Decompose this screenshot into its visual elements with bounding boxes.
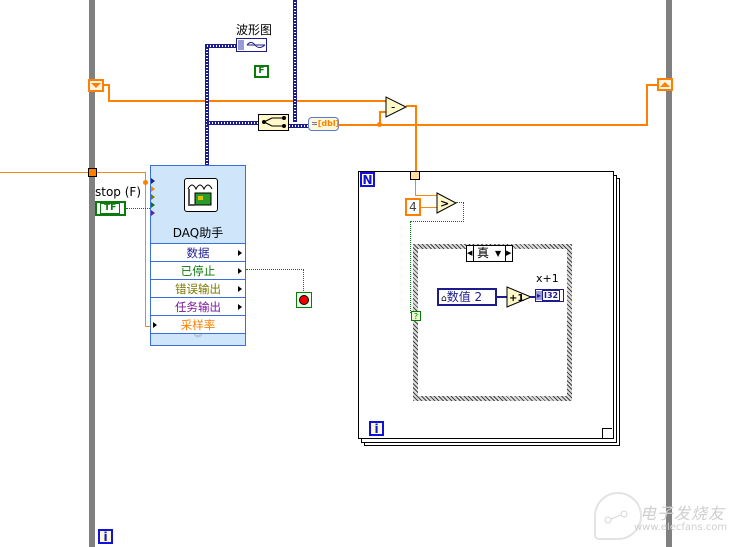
wire-dbl-to-subtract-1	[379, 111, 381, 126]
daq-input-sample-rate[interactable]: 采样率	[151, 315, 245, 333]
convert-to-dbl-node[interactable]: ≍[dbl]	[308, 117, 339, 131]
indicator-i32-terminal: ▸I32	[535, 289, 564, 302]
daq-hardware-icon	[184, 178, 218, 212]
indicator-type: I32	[542, 290, 561, 301]
daq-output-task[interactable]: 任务输出	[151, 297, 245, 315]
wire-greater-to-case-1	[456, 202, 464, 203]
watermark-brand: 电子发烧友	[640, 504, 726, 523]
wire-stopped-2	[303, 269, 304, 293]
convert-label: [dbl]	[317, 119, 340, 128]
wire-local-to-increment	[497, 296, 507, 298]
subtract-node[interactable]: -	[385, 96, 408, 118]
auto-index-tunnel[interactable]	[410, 171, 420, 180]
circuit-icon	[604, 510, 628, 524]
shift-register-right[interactable]	[657, 78, 673, 91]
numeric-constant-4[interactable]: 4	[405, 198, 421, 216]
wire-junction-orange	[143, 180, 148, 185]
wire-stopped-1	[246, 269, 304, 270]
wire-constant-to-greater	[421, 207, 437, 208]
loop-stop-condition-terminal[interactable]	[296, 292, 312, 308]
increment-symbol: +1	[509, 293, 524, 304]
stop-sign-icon	[299, 295, 309, 305]
wire-merge-to-convert	[287, 124, 309, 128]
wire-tunnel-in	[0, 172, 145, 173]
greater-node[interactable]: >	[436, 192, 458, 214]
shift-register-left[interactable]	[88, 79, 104, 92]
increment-node[interactable]: +1	[506, 286, 533, 308]
daq-assistant-title: DAQ助手	[172, 226, 224, 240]
wire-stop-boolean	[126, 208, 150, 209]
wire-waveform-top	[293, 0, 297, 122]
wire-waveform-up	[205, 45, 209, 166]
case-structure	[413, 244, 572, 401]
wire-sample-rate-2	[145, 326, 151, 327]
case-selector-value: 真	[477, 246, 490, 260]
for-loop-iteration-terminal: i	[369, 421, 384, 436]
merge-signals-node[interactable]	[258, 114, 289, 131]
daq-assistant-node[interactable]: DAQ助手 数据 已停止 错误输出 任务输出 采样率 ︾	[150, 165, 246, 346]
while-loop-right-border	[666, 0, 672, 547]
daq-input-terminals	[151, 178, 157, 218]
case-prev-icon[interactable]: ◀	[467, 246, 474, 261]
waveform-chart-label: 波形图	[236, 23, 273, 37]
daq-output-error[interactable]: 错误输出	[151, 279, 245, 297]
while-loop-left-border	[89, 0, 95, 547]
while-loop-iteration-terminal: i	[98, 529, 113, 544]
merge-icon	[262, 116, 286, 128]
wire-greater-to-case-2	[463, 202, 464, 222]
watermark-logo	[594, 492, 642, 540]
wire-junction	[377, 122, 382, 127]
up-arrow-icon	[660, 82, 670, 87]
wire-shiftreg-out-3	[108, 100, 386, 102]
wire-shiftreg-out-2	[108, 84, 110, 102]
subtract-symbol: -	[391, 100, 395, 114]
wire-tunnel-to-greater-1	[415, 180, 416, 196]
down-arrow-icon	[91, 83, 101, 88]
for-loop-corner-fold	[602, 428, 612, 438]
local-variable-node[interactable]: ⌂数值 2	[437, 288, 497, 306]
wire-subtract-out-2	[415, 105, 417, 173]
wire-shiftreg-out-1	[104, 84, 110, 86]
wire-dbl-out	[338, 124, 648, 126]
daq-output-stopped[interactable]: 已停止	[151, 261, 245, 279]
wire-increment-to-indicator	[530, 296, 536, 298]
indicator-label: x+1	[536, 272, 559, 285]
daq-output-data[interactable]: 数据	[151, 243, 245, 261]
stop-control-label: stop (F)	[95, 185, 141, 199]
wire-subtract-out-1	[406, 105, 417, 107]
stop-control-terminal[interactable]: TF	[95, 201, 126, 216]
wire-waveform-to-chart	[205, 44, 238, 48]
case-next-icon[interactable]: ▶	[505, 246, 512, 261]
loop-tunnel[interactable]	[88, 168, 97, 177]
local-variable-label: 数值 2	[446, 290, 483, 304]
stop-value: TF	[100, 203, 121, 214]
wire-waveform-to-merge	[207, 121, 259, 125]
wire-greater-to-case-3	[410, 221, 464, 222]
for-loop-count-terminal[interactable]: N	[360, 172, 375, 187]
boolean-false-constant[interactable]: F	[254, 65, 269, 78]
wire-to-right-shiftreg-1	[646, 84, 648, 126]
wire-tunnel-to-greater-2	[415, 195, 437, 196]
watermark-url: www.elecfans.com	[634, 522, 728, 533]
case-selector[interactable]: ◀ 真 ▼ ▶	[466, 245, 513, 262]
expand-chevron-icon[interactable]: ︾	[151, 333, 245, 346]
wire-dbl-to-subtract-2	[379, 111, 387, 113]
house-icon: ⌂	[441, 294, 447, 304]
waveform-chart-terminal-icon	[238, 40, 244, 50]
wire-greater-to-case-4	[410, 221, 411, 313]
wire-to-right-shiftreg-2	[646, 84, 658, 86]
case-dropdown-icon[interactable]: ▼	[495, 249, 502, 258]
waveform-small-icon: ≍	[311, 119, 318, 128]
waveform-icon	[246, 42, 266, 48]
wire-sample-rate-1	[145, 172, 146, 327]
case-selector-terminal[interactable]: ?	[411, 311, 421, 321]
greater-symbol: >	[440, 197, 449, 210]
waveform-chart-terminal[interactable]	[236, 38, 267, 52]
